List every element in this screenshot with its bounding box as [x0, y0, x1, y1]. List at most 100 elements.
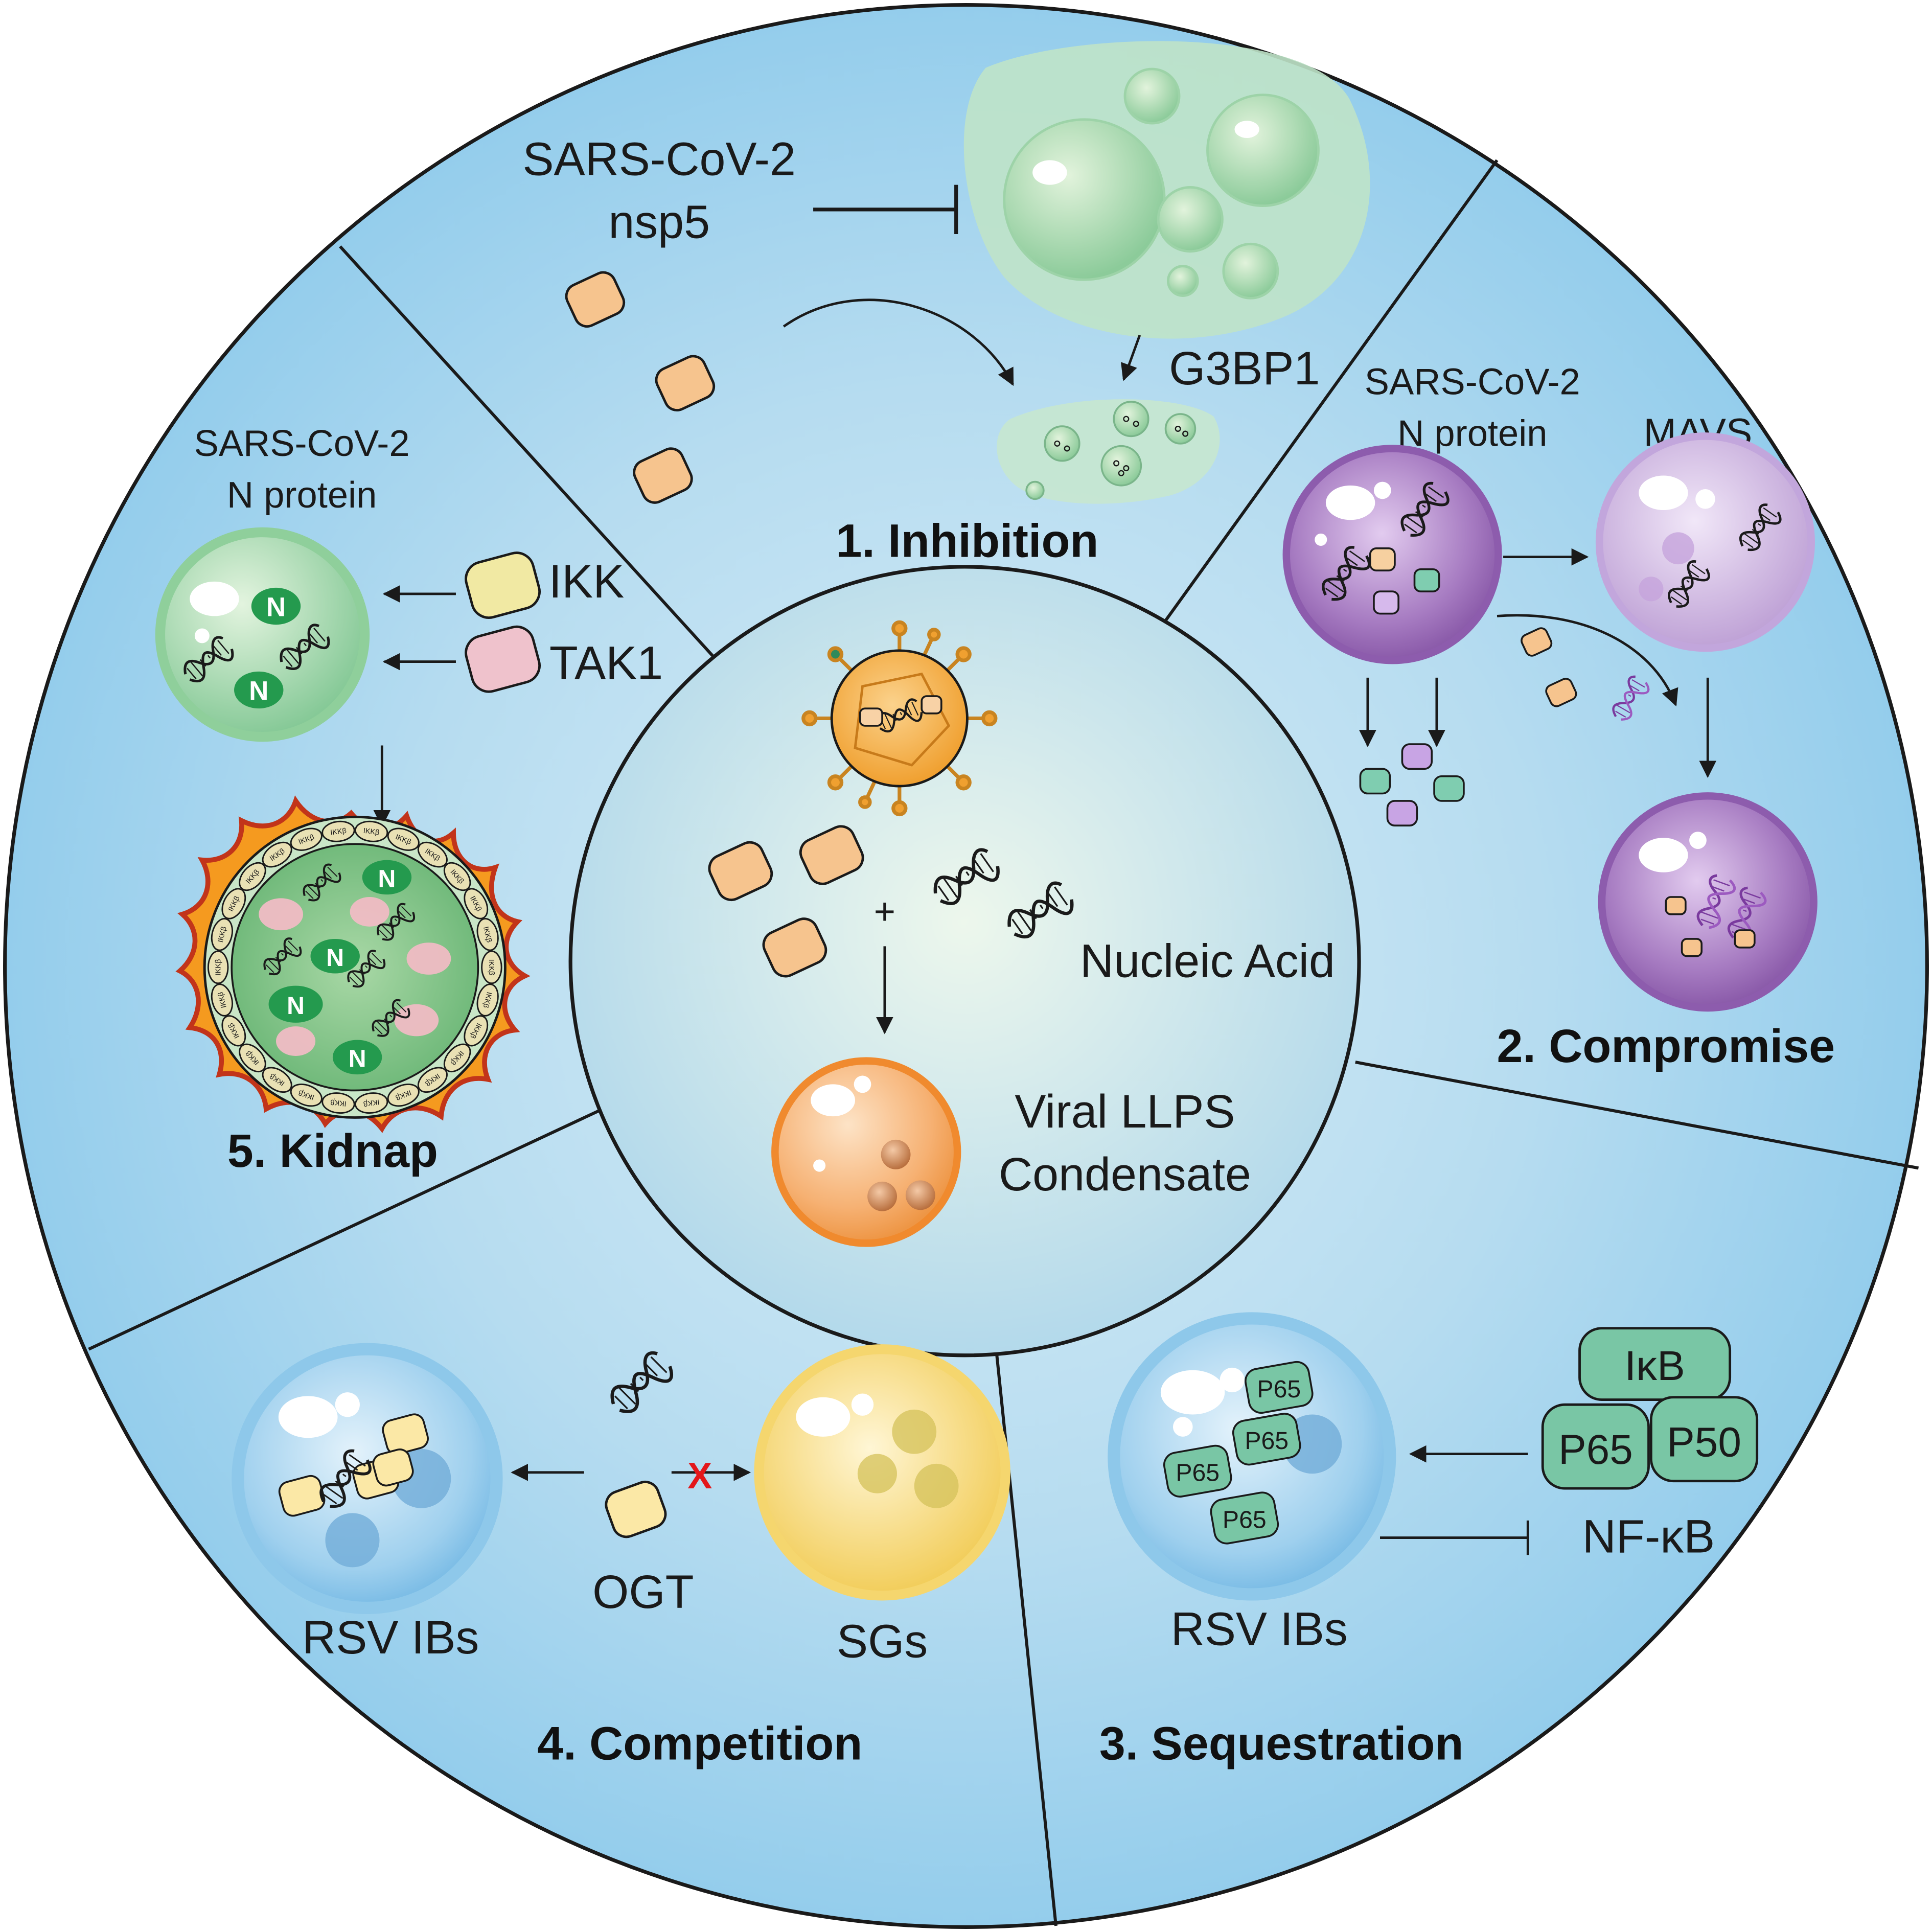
- p65-complex-label: P65: [1558, 1427, 1633, 1473]
- section-kidnap: SARS-CoV-2 N protein N N IKK TAK1 IKKβIK…: [155, 423, 663, 1177]
- nf-kb-label: NF-κB: [1582, 1511, 1715, 1563]
- viral-condensate-droplet: [771, 1057, 961, 1247]
- ikkb-label: IKKβ: [215, 959, 223, 976]
- compromise-curved-arrow: [1497, 614, 1678, 707]
- ikkb-bead: IKKβ: [476, 918, 499, 951]
- p65-icon: [1210, 1491, 1279, 1545]
- ikkb-bead: IKKβ: [387, 1084, 420, 1107]
- p65-label: P65: [1257, 1375, 1301, 1403]
- center-plus: +: [874, 891, 895, 932]
- divider-competition-kidnap: [88, 1101, 617, 1351]
- section-compromise: SARS-CoV-2 N protein MAVS: [1282, 361, 1835, 1072]
- rsv-inclusion-body-left: [232, 1343, 503, 1615]
- n-letter: N: [349, 1045, 366, 1073]
- p65-label: P65: [1245, 1427, 1289, 1455]
- nsp5-proteins: [565, 271, 716, 504]
- ikkb-label: IKKβ: [363, 1097, 380, 1108]
- protein-icon: [655, 355, 716, 411]
- competition-rsv-label: RSV IBs: [302, 1612, 479, 1664]
- sequestration-rsv-label: RSV IBs: [1171, 1603, 1348, 1655]
- ikkb-bead: IKKβ: [417, 841, 448, 868]
- ikkb-bead: IKKβ: [221, 1015, 246, 1047]
- ikkb-bead: IKKβ: [290, 827, 323, 851]
- ikkb-bead: IKKβ: [354, 1092, 388, 1114]
- ikb-label: IκB: [1624, 1343, 1685, 1389]
- ikb-icon: [1578, 1327, 1732, 1401]
- ikkb-bead: IKKβ: [476, 983, 499, 1017]
- tak1-label: TAK1: [549, 637, 663, 689]
- ikkb-label: IKKβ: [481, 926, 493, 944]
- ikkb-label: IKKβ: [330, 827, 347, 837]
- divider-compromise-sequestration: [1355, 1061, 1919, 1170]
- n-protein-condensate: [1282, 445, 1502, 664]
- n-letter: N: [287, 992, 305, 1020]
- center-panel: + Nucleic Acid Viral LLPS Condensate: [568, 565, 1361, 1358]
- compromise-title: 2. Compromise: [1497, 1020, 1835, 1072]
- inhibition-virus-line2: nsp5: [608, 196, 710, 248]
- inhibition-curved-arrow: [783, 298, 1014, 386]
- sgs-label: SGs: [837, 1615, 928, 1667]
- condensate-label-line1: Viral LLPS: [1015, 1086, 1235, 1138]
- ikkb-bead: IKKβ: [262, 1067, 292, 1093]
- n-letter: N: [326, 944, 344, 972]
- inhibition-bar-icon: [813, 185, 958, 235]
- ikkb-bead: IKKβ: [321, 1092, 355, 1114]
- p50-complex-label: P50: [1667, 1419, 1741, 1465]
- p50-complex-icon: [1649, 1396, 1759, 1483]
- n-letter: N: [249, 676, 268, 706]
- condensate-label-line2: Condensate: [999, 1148, 1251, 1201]
- ikkb-bead: IKKβ: [321, 820, 355, 842]
- kidnap-virus-line1: SARS-CoV-2: [194, 423, 410, 464]
- ikkb-bead: IKKβ: [443, 1043, 471, 1073]
- ikkb-bead: IKKβ: [262, 841, 292, 868]
- ikkb-bead: IKKβ: [239, 1043, 266, 1073]
- nucleic-acid-label: Nucleic Acid: [1080, 935, 1335, 987]
- ogt-label: OGT: [592, 1566, 694, 1618]
- competition-title: 4. Competition: [537, 1718, 862, 1770]
- ikkb-bead: IKKβ: [239, 862, 266, 891]
- kidnap-n-letters: N N N N: [287, 865, 396, 1073]
- sequestration-title: 3. Sequestration: [1099, 1718, 1464, 1770]
- ikkb-bead: IKKβ: [211, 918, 234, 951]
- divider-inhibition-compromise: [1163, 159, 1499, 624]
- virus-particle-icon: [801, 620, 998, 817]
- kidnap-virus-line2: N protein: [227, 475, 377, 516]
- n-protein-condensate-green: [155, 527, 370, 742]
- released-n-proteins: [1521, 627, 1577, 707]
- ikkb-bead: IKKβ: [354, 820, 388, 842]
- section-inhibition: SARS-CoV-2 nsp5 G3BP1: [522, 41, 1370, 567]
- protein-icon: [799, 825, 864, 885]
- sequestered-p65-group: [1163, 1361, 1314, 1545]
- ikkb-bead: IKKβ: [443, 862, 471, 891]
- p65-icon: [1163, 1444, 1232, 1498]
- kidnap-title: 5. Kidnap: [227, 1125, 438, 1177]
- protein-icon: [762, 917, 827, 978]
- ikkb-bead: IKKβ: [290, 1084, 323, 1107]
- compromise-virus-line1: SARS-CoV-2: [1365, 361, 1580, 402]
- inhibition-title: 1. Inhibition: [836, 515, 1098, 567]
- center-proteins: [708, 825, 864, 978]
- p65-complex-icon: [1541, 1403, 1650, 1490]
- sequestered-p65-labels: P65 P65 P65 P65: [1176, 1375, 1301, 1534]
- p65-label: P65: [1176, 1459, 1220, 1487]
- p65-icon: [1232, 1413, 1301, 1466]
- stress-granule-cluster: [963, 41, 1370, 339]
- ikkb-label: IKKβ: [481, 991, 493, 1009]
- n-letter: N: [266, 592, 286, 622]
- inhibition-virus-line1: SARS-CoV-2: [522, 133, 796, 185]
- ikkb-bead: IKKβ: [221, 888, 246, 919]
- ikkb-bead: IKKβ: [464, 888, 489, 919]
- sequestration-inhibit-bar-icon: [1380, 1520, 1529, 1555]
- ikkb-label: IKKβ: [217, 926, 228, 944]
- fused-mavs-condensate: [1598, 792, 1818, 1012]
- ikkb-label: IKKβ: [487, 959, 495, 976]
- mavs-condensate: [1595, 432, 1815, 652]
- center-circle: [568, 565, 1361, 1358]
- ikkb-ring: IKKβIKKβIKKβIKKβIKKβIKKβIKKβIKKβIKKβIKKβ…: [207, 820, 502, 1114]
- ikk-protein-icon: [465, 551, 541, 619]
- ikkb-bead: IKKβ: [207, 950, 229, 984]
- p65-label: P65: [1223, 1506, 1267, 1533]
- p65-icon: [1245, 1361, 1314, 1414]
- ikk-label: IKK: [549, 556, 625, 608]
